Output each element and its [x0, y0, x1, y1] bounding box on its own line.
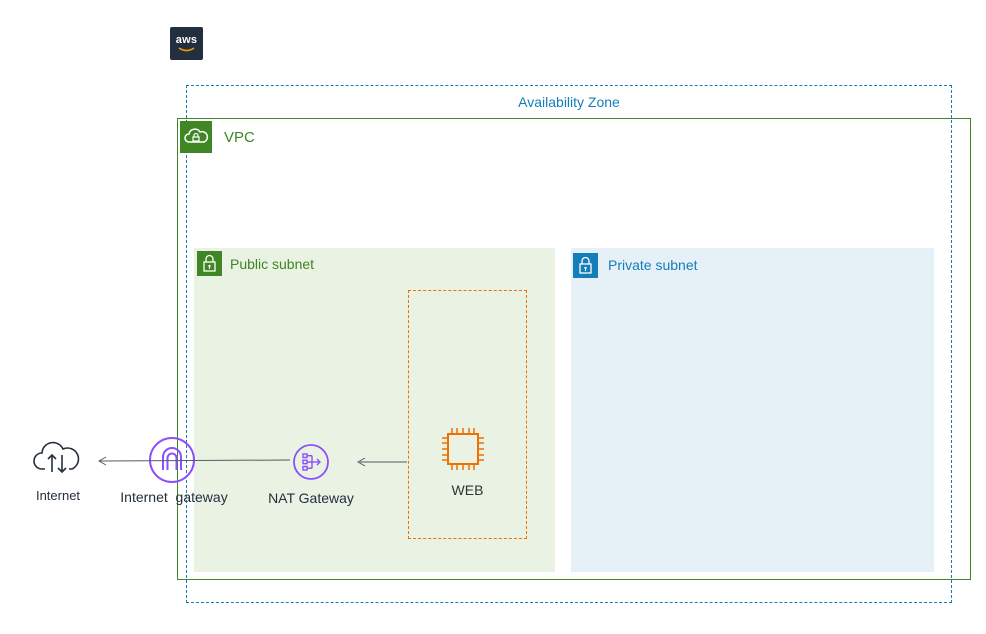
- nat-gateway-label: NAT Gateway: [268, 490, 354, 506]
- web-auto-scaling-group: [408, 290, 527, 539]
- ec2-instance-icon[interactable]: [440, 426, 486, 472]
- internet-gateway-label: Internet gateway: [120, 489, 228, 505]
- private-subnet-lock-icon: [573, 253, 598, 278]
- vpc-group: [177, 118, 971, 580]
- public-subnet-lock-icon: [197, 251, 222, 276]
- private-subnet-group: [571, 248, 934, 572]
- availability-zone-group: [186, 85, 952, 603]
- nat-gateway-icon[interactable]: [292, 443, 330, 481]
- cloud-upload-download-icon[interactable]: [32, 438, 82, 476]
- availability-zone-label: Availability Zone: [518, 94, 620, 110]
- private-subnet-label: Private subnet: [608, 257, 698, 273]
- internet-gateway-icon[interactable]: [148, 436, 196, 484]
- aws-smile-icon: [178, 47, 195, 52]
- aws-logo-text: aws: [175, 34, 198, 46]
- aws-logo: aws: [170, 27, 203, 60]
- cloud-lock-icon: [180, 121, 212, 153]
- vpc-label: VPC: [224, 129, 255, 146]
- web-label: WEB: [451, 482, 484, 498]
- public-subnet-label: Public subnet: [230, 256, 315, 272]
- internet-label: Internet: [35, 488, 81, 503]
- public-subnet-group: [194, 248, 555, 572]
